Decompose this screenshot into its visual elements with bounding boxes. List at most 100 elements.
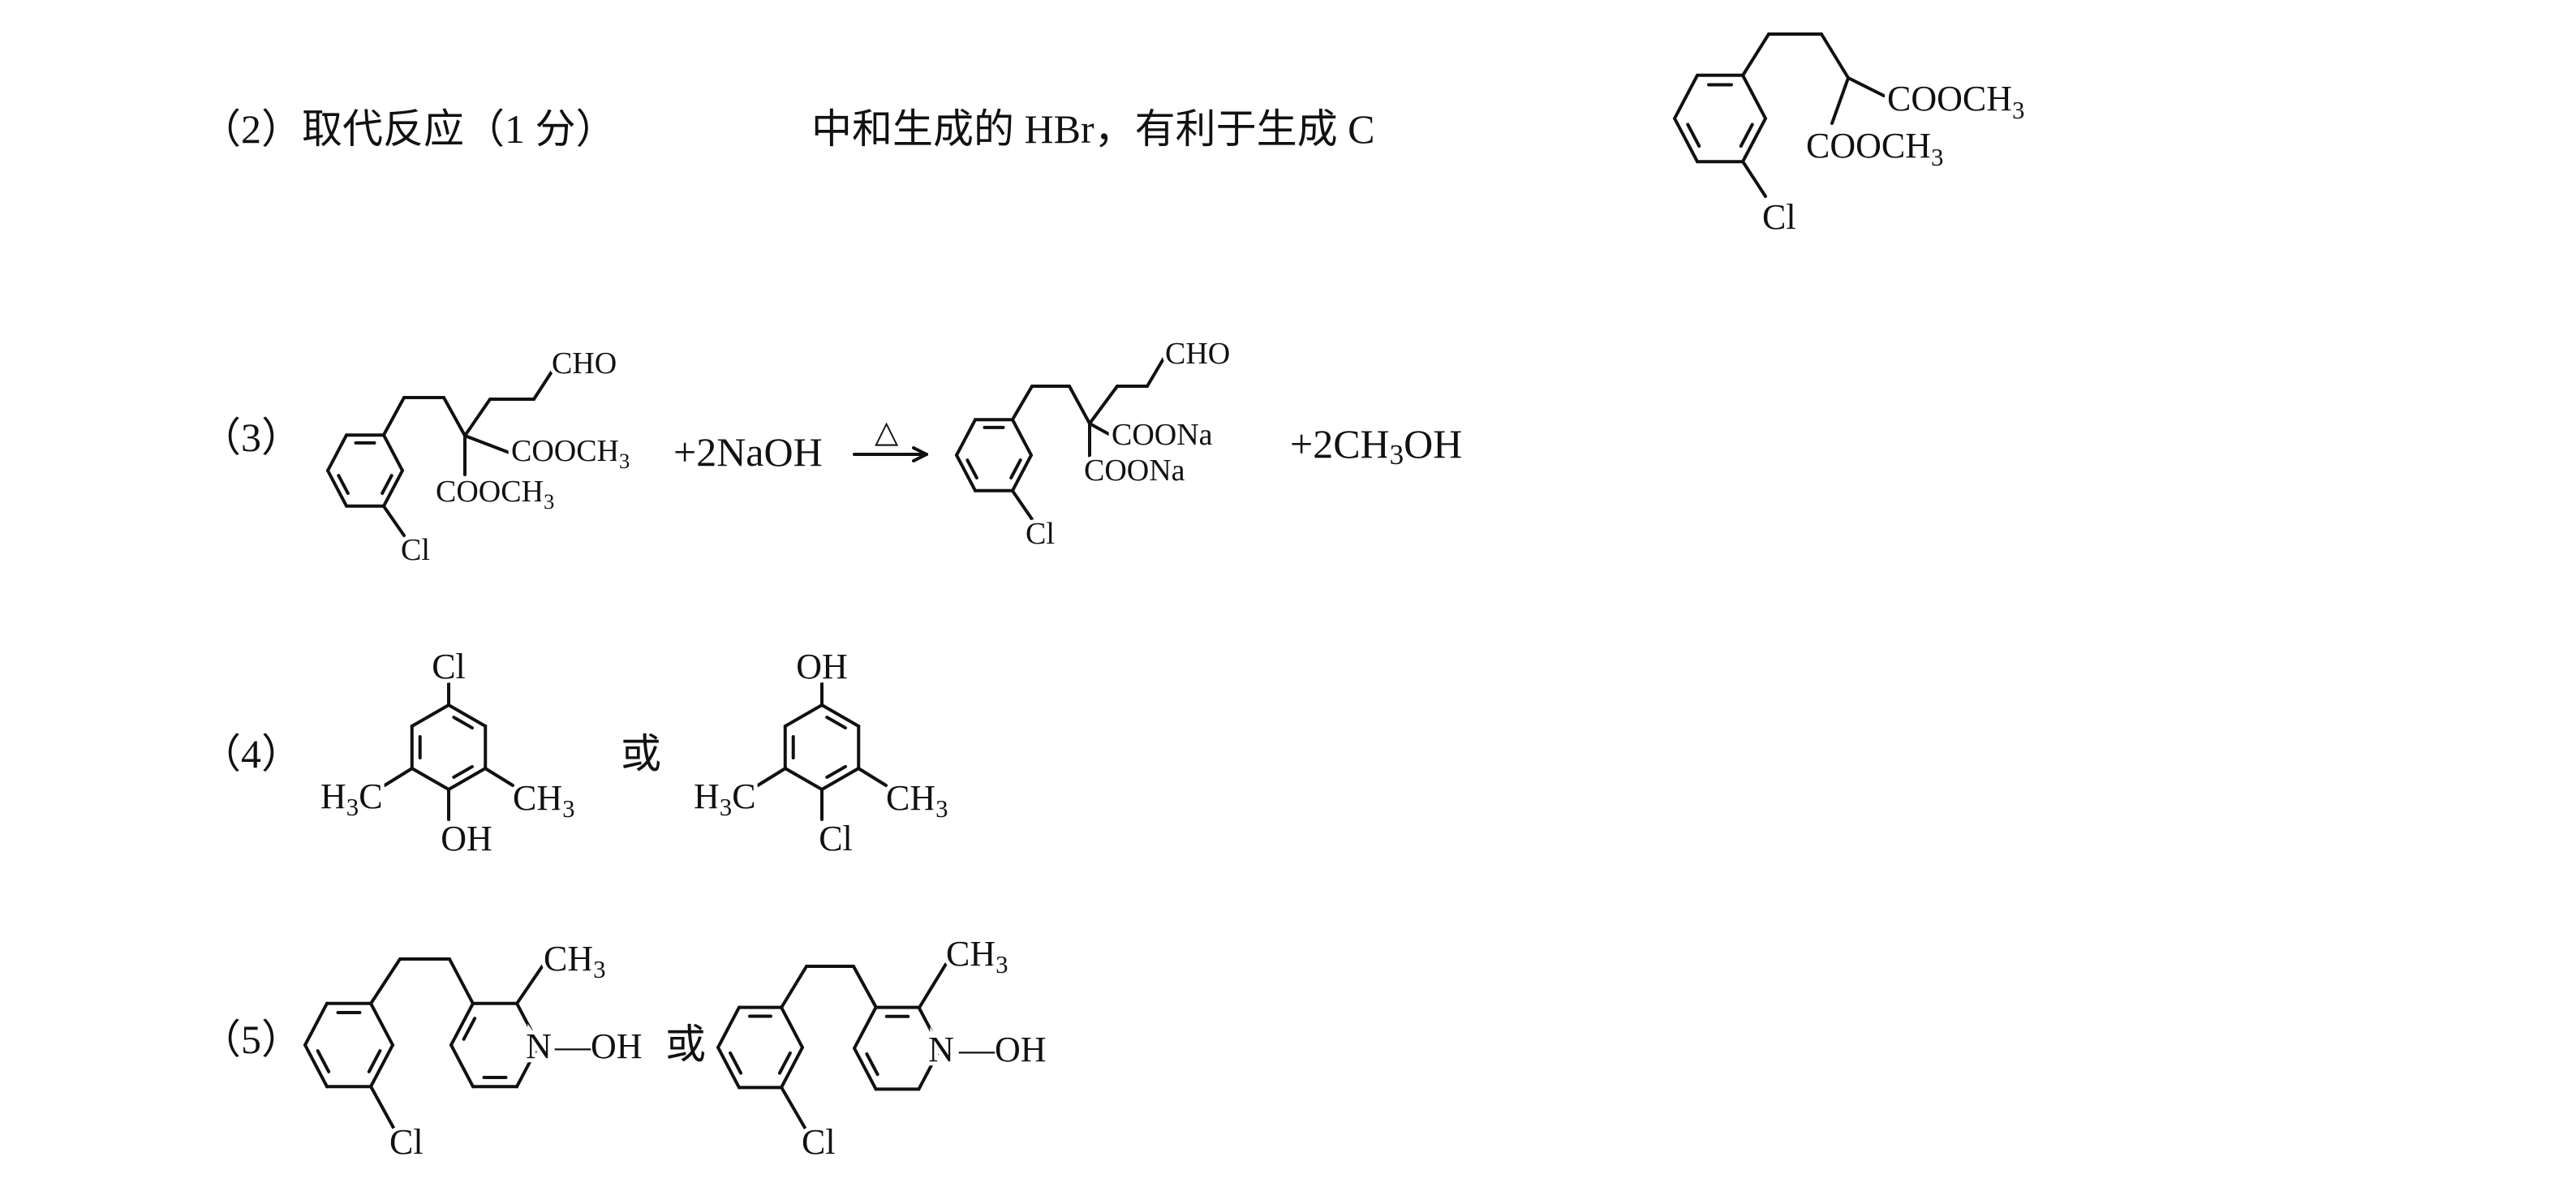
reaction-arrow-head <box>912 453 928 462</box>
q3-product-benzene-bond <box>955 418 977 457</box>
q5a-cl: Cl <box>389 1122 424 1162</box>
q5a-benzene-double-bond <box>316 1049 331 1073</box>
q5a-cl-bond <box>369 1085 395 1129</box>
q4b-left-bond <box>756 767 787 787</box>
q3-reactant-benzene-double-bond <box>381 474 393 495</box>
q2-benzene-bond <box>1673 73 1699 120</box>
q4a-benzene-bond <box>410 703 450 728</box>
q5a-n: N <box>526 1026 552 1066</box>
q5b-oh: —OH <box>958 1030 1047 1069</box>
q4b-benzene-double-bond <box>825 764 847 779</box>
q4b-benzene-double-bond <box>825 716 847 730</box>
q5a-benzene-bond <box>369 1001 394 1047</box>
q5a-methyl-bond <box>515 964 544 1005</box>
q3-reactant-chain <box>532 365 557 401</box>
q3-product-cl: Cl <box>1026 517 1055 551</box>
q3-product-cho: CHO <box>1165 337 1230 371</box>
q3-product-chain <box>1088 385 1119 425</box>
q5b-cl-bond <box>780 1086 806 1129</box>
q4b-benzene-bond <box>820 703 861 728</box>
q3-reactant-chain <box>382 396 406 437</box>
q5b-benzene-double-bond <box>729 1051 743 1075</box>
q5b-chain <box>852 965 878 1009</box>
q3-product-chain <box>1068 385 1091 425</box>
q2-benzene-bond <box>1741 73 1767 120</box>
reaction-arrow-head <box>912 446 928 456</box>
q3-reactant-chain <box>442 396 467 437</box>
q4b-right-bond <box>857 767 888 787</box>
q3-reactant-chain <box>463 398 492 437</box>
q5-label: （5） <box>200 1017 302 1062</box>
q3-reactant-ester-bond <box>463 434 511 454</box>
q5b-benzene-bond <box>716 1046 741 1090</box>
q2-benzene-bond <box>1741 117 1767 164</box>
q2-benzene-bond <box>1673 117 1699 164</box>
q5b-benzene-double-bond <box>777 1051 792 1075</box>
q5b-benzene-bond <box>780 1046 804 1090</box>
q5b-pyridine-bond <box>917 1005 942 1050</box>
q2-ester-bond <box>1830 76 1850 125</box>
q3-product-benzene-bond <box>955 454 977 492</box>
q3-reactant-cl-bond <box>382 505 406 537</box>
q3-label: （3） <box>200 415 302 460</box>
q4a-benzene-double-bond <box>452 716 474 730</box>
q3-reactant-benzene-bond <box>382 433 404 472</box>
q5b-pyridine-bond <box>917 1047 942 1091</box>
q5b-benzene-bond <box>780 1005 804 1049</box>
q3-reagent: +2NaOH <box>673 429 823 475</box>
q4a-top: Cl <box>432 647 466 686</box>
q3-reactant-cl: Cl <box>401 533 430 567</box>
q5b-methyl-bond <box>918 962 948 1009</box>
q4b-right: CH3 <box>886 778 948 823</box>
q3-product-chain <box>1146 349 1170 388</box>
q3-product-salt-a: COONa <box>1112 418 1213 452</box>
q5a-methyl: CH3 <box>544 939 606 983</box>
q3-product-salt-bond <box>1088 422 1115 438</box>
q3-product-benzene-bond <box>1011 454 1033 492</box>
q4-or: 或 <box>621 731 661 776</box>
q3-reactant-ester-b: COOCH3 <box>436 475 554 514</box>
q5b-n: N <box>928 1030 954 1069</box>
q4b-benzene-bond <box>783 703 824 728</box>
q4-label: （4） <box>200 731 302 776</box>
q5a-chain <box>369 957 402 1005</box>
q2-note: 中和生成的 HBr，有利于生成 C <box>811 106 1374 152</box>
q2-cl: Cl <box>1762 197 1796 237</box>
q5a-chain <box>448 957 475 1005</box>
q2-benzene-double-bond <box>1686 123 1701 148</box>
q5b-chain <box>780 965 808 1009</box>
q4a-right: CH3 <box>513 778 575 823</box>
q2-chain <box>1847 76 1886 97</box>
q3-reactant-benzene-bond <box>382 469 404 508</box>
q4b-benzene-bond <box>783 767 824 791</box>
q4b-left: H3C <box>694 776 756 821</box>
q4a-left-bond <box>383 767 414 787</box>
q4a-benzene-bond <box>447 767 488 791</box>
q4b-bottom: Cl <box>819 819 853 858</box>
q5a-pyridine-bond <box>515 1043 540 1089</box>
q3-product-benzene-bond <box>1011 418 1033 457</box>
q5a-benzene-double-bond <box>367 1049 382 1073</box>
q5b-pyridine-bond <box>853 1047 878 1091</box>
q3-product-benzene-double-bond <box>1009 458 1022 480</box>
q2-benzene-double-bond <box>1739 123 1754 148</box>
q4a-left: H3C <box>320 776 383 821</box>
q5a-benzene-bond <box>303 1001 329 1047</box>
q3-product-chain <box>1011 385 1034 421</box>
q5a-pyridine-bond <box>515 1001 540 1047</box>
q3-reactant-benzene-bond <box>326 433 348 472</box>
q5a-benzene-bond <box>369 1043 394 1089</box>
q3-reactant-ester-a: COOCH3 <box>511 434 630 473</box>
q3-product-benzene-double-bond <box>965 458 978 480</box>
q3-reactant-benzene-bond <box>326 469 348 508</box>
q5b-methyl: CH3 <box>946 934 1008 978</box>
q4b-benzene-bond <box>820 767 861 791</box>
q4a-benzene-bond <box>447 703 488 728</box>
q5b-benzene-bond <box>716 1005 741 1049</box>
q5a-pyridine-bond <box>449 1001 475 1047</box>
q4a-benzene-double-bond <box>452 764 474 779</box>
q3-product-cl-bond <box>1011 489 1034 521</box>
q4b-top: OH <box>796 647 848 686</box>
q5b-cl: Cl <box>802 1122 836 1162</box>
